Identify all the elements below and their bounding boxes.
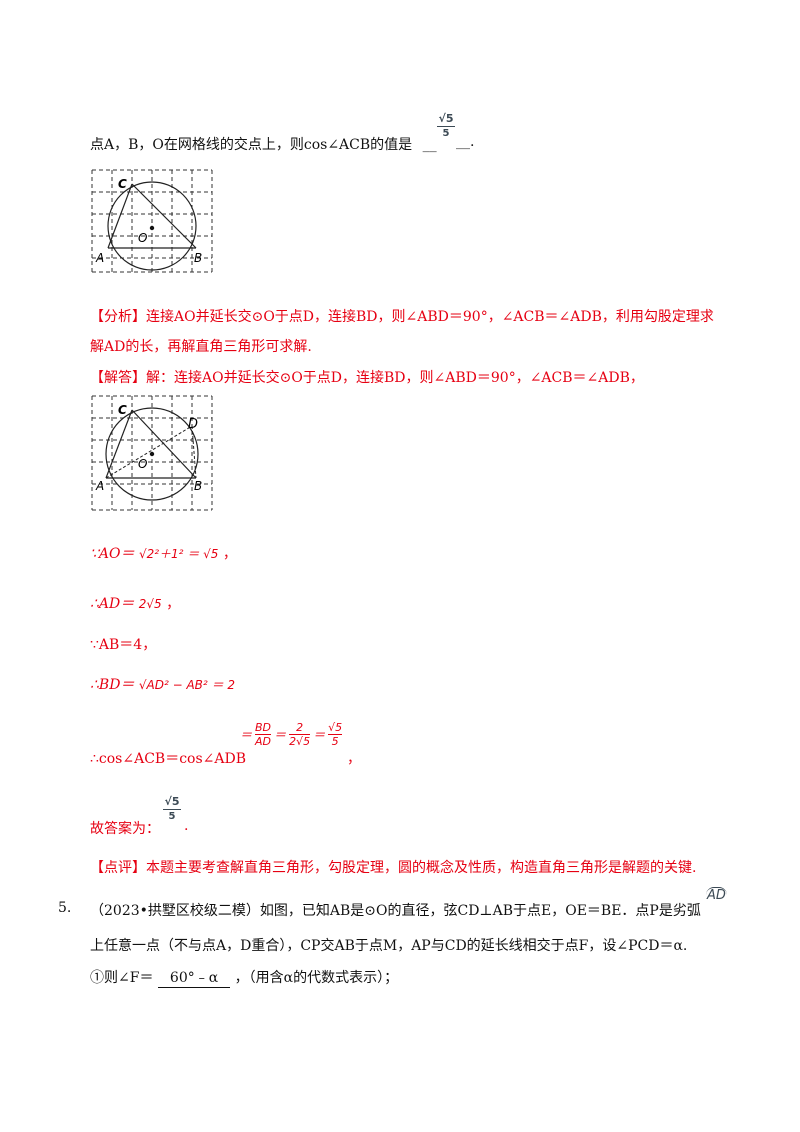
step4-math: √AD² − AB² ＝ 2 xyxy=(138,678,235,692)
comment-text: 本题主要考查解直角三角形，勾股定理，圆的概念及性质，构造直角三角形是解题的关键. xyxy=(146,860,697,876)
comment-line: 【点评】本题主要考查解直角三角形，勾股定理，圆的概念及性质，构造直角三角形是解题… xyxy=(90,857,696,877)
step3: ∵AB＝4， xyxy=(90,637,157,653)
step1-suffix: ， xyxy=(222,546,237,562)
problem5-line1: （2023•拱墅区校级二模）如图，已知AB是⊙O的直径，弦CD⊥AB于点E，OE… xyxy=(90,903,701,919)
label-D: D xyxy=(188,417,198,432)
problem5-number: 5. xyxy=(58,900,72,916)
step4: ∴BD＝ √AD² − AB² ＝ 2 xyxy=(90,674,235,694)
analysis-line1: 【分析】连接AO并延长交⊙O于点D，连接BD，则∠ABD＝90°，∠ACB＝∠A… xyxy=(90,306,714,326)
answer-fraction-den: 5 xyxy=(442,128,450,139)
solution-tag: 【解答】 xyxy=(90,370,146,386)
answer-fraction: √5 5 xyxy=(437,112,455,139)
step5-suffix: ， xyxy=(347,751,361,767)
solution-line1: 【解答】解：连接AO并延长交⊙O于点D，连接BD，则∠ABD＝90°，∠ACB＝… xyxy=(90,367,644,387)
step2-suffix: ， xyxy=(166,596,181,612)
problem5-line2: 上任意一点（不与点A，D重合），CP交AB于点M，AP与CD的延长线相交于点F，… xyxy=(90,938,688,954)
answer-blank-right: __. xyxy=(456,134,475,150)
step5-prefix: ∴cos∠ACB＝cos∠ADB xyxy=(90,751,247,767)
answer-fraction-num: √5 xyxy=(438,112,454,125)
problem5-answer-blank: 60°﹣α xyxy=(157,967,231,988)
figure-grid-circle-1: C O A B xyxy=(91,169,213,273)
step2-math: 2√5 xyxy=(138,597,162,611)
label-C: C xyxy=(118,177,127,191)
comment-tag: 【点评】 xyxy=(90,860,146,876)
step1-math: √2²＋1² ＝ √5 xyxy=(138,547,219,561)
analysis-text-1: 连接AO并延长交⊙O于点D，连接BD，则∠ABD＝90°，∠ACB＝∠ADB，利… xyxy=(146,309,714,325)
label-B: B xyxy=(194,479,202,493)
figure-grid-circle-2: C D O A B xyxy=(91,395,213,511)
step2: ∴AD＝ 2√5 ， xyxy=(90,593,180,613)
problem4-text: 点A，B，O在网格线的交点上，则cos∠ACB的值是 xyxy=(90,137,413,153)
step1-prefix: ∵AO＝ xyxy=(90,546,135,562)
label-O: O xyxy=(138,457,147,471)
answer-line-suffix: . xyxy=(184,818,189,834)
step2-prefix: ∴AD＝ xyxy=(90,596,135,612)
step1: ∵AO＝ √2²＋1² ＝ √5 ， xyxy=(90,543,237,563)
label-B: B xyxy=(194,251,202,265)
problem5-line3-prefix: ①则∠F＝ xyxy=(90,970,154,986)
answer-line-text: 故答案为： xyxy=(90,821,160,837)
analysis-line2: 解AD的长，再解直角三角形可求解. xyxy=(90,339,312,355)
label-A: A xyxy=(95,251,104,265)
solution-text-1: 解：连接AO并延长交⊙O于点D，连接BD，则∠ABD＝90°，∠ACB＝∠ADB… xyxy=(146,370,644,386)
label-C: C xyxy=(118,403,127,417)
label-O: O xyxy=(138,231,147,245)
step4-prefix: ∴BD＝ xyxy=(90,677,135,693)
problem5-arc-label: AD xyxy=(706,887,727,903)
analysis-tag: 【分析】 xyxy=(90,309,146,325)
step5-math: ＝ BD AD ＝ 2 2√5 ＝ √5 5 xyxy=(240,721,343,748)
answer-line-den: 5 xyxy=(168,811,176,822)
problem5-line3-suffix: ，（用含α的代数式表示）； xyxy=(234,970,399,986)
problem5-line3: ①则∠F＝ 60°﹣α ，（用含α的代数式表示）； xyxy=(90,967,398,988)
answer-line-num: √5 xyxy=(164,795,180,808)
problem4-line: 点A，B，O在网格线的交点上，则cos∠ACB的值是 __ xyxy=(90,134,437,154)
label-A: A xyxy=(95,479,104,493)
answer-blank-left: __ xyxy=(422,137,437,153)
answer-line-fraction: √5 5 xyxy=(163,795,181,822)
